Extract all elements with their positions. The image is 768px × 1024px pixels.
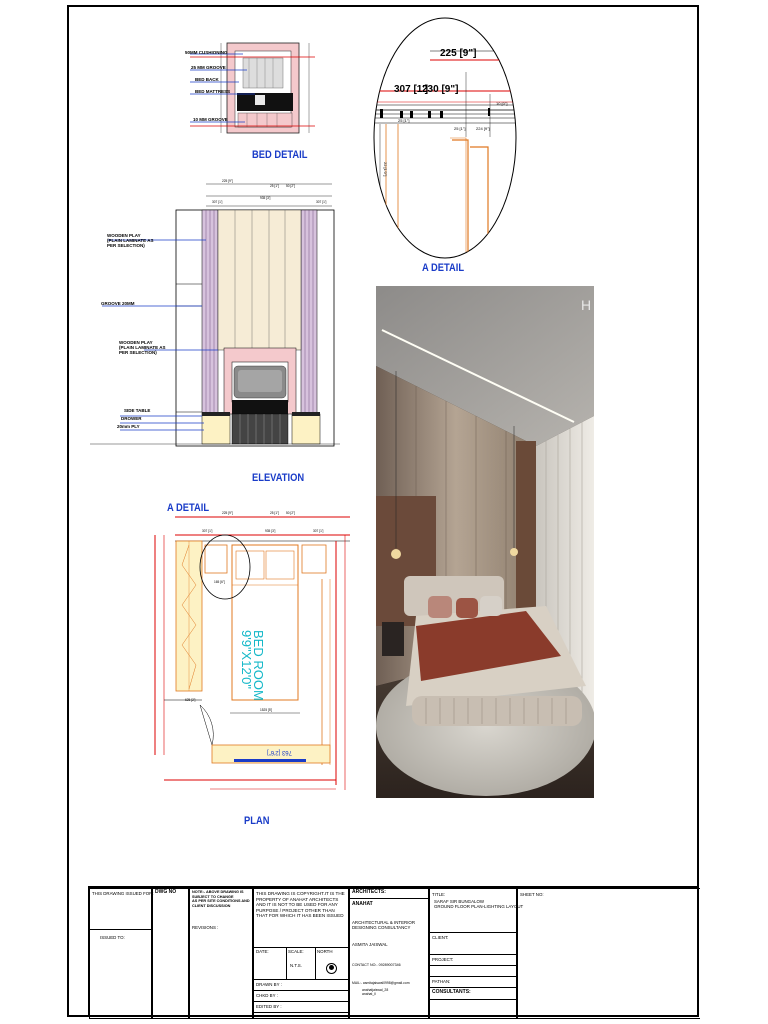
title-plan: PLAN: [244, 815, 270, 827]
tb-project: PROJECT:: [432, 957, 454, 962]
bed-label-groove10: 10 MM GROOVE: [193, 117, 228, 122]
svg-text:307 [1']: 307 [1']: [202, 529, 212, 533]
tb-dwg-col: DWG NO: [152, 888, 189, 1019]
tb-handles: anahatjaiswal_28 anahat_ll: [362, 988, 389, 997]
tb-date: DATE:: [256, 949, 269, 954]
svg-text:225 [9"]: 225 [9"]: [222, 179, 233, 183]
tb-chkd-by: CHKD BY :: [256, 993, 278, 998]
tb-pathan: PATHAN:: [432, 979, 451, 984]
tb-person: ASMITA JAISWAL: [352, 942, 388, 947]
svg-text:307 [1']: 307 [1']: [313, 529, 323, 533]
a-detail-drawing: 22 [1'0"] 25 [1"] 25 [1"] 224 [9"] 10 [0…: [373, 17, 517, 259]
tb-note: NOTE:- ABOVE DRAWING IS SUBJECT TO CHANG…: [192, 890, 250, 908]
bed-label-groove25: 25 MM GROOVE: [191, 65, 226, 70]
svg-text:935 [3']: 935 [3']: [260, 196, 270, 200]
bedroom-render-image: H: [376, 286, 594, 798]
title-a-detail-top: A DETAIL: [422, 262, 465, 274]
bed-label-bed-back: BED BACK: [195, 77, 219, 82]
svg-text:1525 [5']: 1525 [5']: [260, 708, 272, 712]
tb-firm-desc: ARCHITECTURAL & INTERIOR DESIGNING CONSU…: [352, 920, 416, 931]
tb-firm: ANAHAT: [352, 901, 373, 907]
svg-text:165 [6"]: 165 [6"]: [214, 580, 225, 584]
tb-architects-col: ARCHITECTS: ANAHAT ARCHITECTURAL & INTER…: [349, 888, 429, 1019]
elev-label-drower: DROWER: [121, 416, 142, 421]
tb-north: NORTH: [317, 949, 333, 954]
title-elevation: ELEVATION: [252, 472, 305, 484]
elev-label-groove: GROOVE 20MM: [101, 301, 135, 306]
svg-text:50 [2"]: 50 [2"]: [286, 184, 295, 188]
elev-label-wooden-play-2: WOODEN PLAY (PLAIN LAMINATE AS PER SELEC…: [119, 340, 166, 355]
svg-text:307 [1']: 307 [1']: [316, 200, 326, 204]
elev-label-ply: 20mm PLY: [117, 424, 140, 429]
tb-title-col: TITLE: SARAF SIR BUNGALOW GROUND FLOOR P…: [429, 888, 523, 1019]
elev-label-side-table: SIDE TABLE: [124, 408, 151, 413]
tb-client: CLIENT:: [432, 935, 449, 940]
svg-text:25 [1"]: 25 [1"]: [270, 184, 279, 188]
svg-text:307 [1']: 307 [1']: [212, 200, 222, 204]
render-watermark: H: [581, 297, 591, 313]
svg-text:22 [1'0"]: 22 [1'0"]: [383, 162, 388, 176]
title-a-detail-plan: A DETAIL: [167, 502, 210, 514]
tb-sheet-no: SHEET NO:: [520, 892, 544, 897]
elevation-drawing: 225 [9"] 25 [1"] 50 [2"] 307 [1'] 935 [3…: [90, 179, 340, 447]
north-arrow-icon: [326, 963, 337, 974]
tb-dwg-no: DWG NO: [155, 889, 177, 895]
elev-label-wooden-play-1: WOODEN PLAY (PLAIN LAMINATE AS PER SELEC…: [107, 233, 154, 248]
tb-scale: SCALE:: [288, 949, 304, 954]
svg-text:25 [1"]: 25 [1"]: [270, 511, 279, 515]
tb-drawn-by: DRAWN BY :: [256, 982, 282, 987]
tb-contact: CONTACT NO:- 09289007346: [352, 963, 401, 967]
svg-text:935 [3']: 935 [3']: [265, 529, 275, 533]
dim-230: 230 [9"]: [422, 84, 458, 95]
svg-text:224 [9"]: 224 [9"]: [476, 126, 490, 131]
dim-225: 225 [9"]: [440, 48, 476, 59]
tb-title-label: TITLE:: [432, 892, 446, 897]
bed-label-cushioning: 50MM CUSHIONING: [185, 50, 228, 55]
tb-scale-value: N.T.S.: [290, 963, 302, 968]
tb-issued-for-col: THIS DRAWING ISSUED FOR: ISSUED TO:: [89, 888, 154, 1019]
plan-drawing: 225 [9"] 25 [1"] 50 [2"] 307 [1'] 935 [3…: [154, 511, 350, 790]
tb-mail: MAIL:- asmitajaiswal0998@gmail.com: [352, 981, 410, 985]
tb-edited-by: EDITED BY :: [256, 1004, 282, 1009]
tb-sheet-col: SHEET NO:: [517, 888, 700, 1019]
svg-text:625 [2']: 625 [2']: [185, 698, 195, 702]
svg-text:25 [1"]: 25 [1"]: [454, 126, 465, 131]
plan-dim-label: 763 [2'6"]: [267, 749, 292, 755]
tb-copyright-col: THIS DRAWING IS COPYRIGHT.IT IS THE PROP…: [253, 888, 349, 1019]
svg-text:50 [2"]: 50 [2"]: [286, 511, 295, 515]
svg-text:25 [1"]: 25 [1"]: [398, 118, 409, 123]
title-bed-detail: BED DETAIL: [252, 149, 308, 161]
svg-text:225 [9"]: 225 [9"]: [222, 511, 233, 515]
tb-issued-for: THIS DRAWING ISSUED FOR:: [92, 891, 154, 896]
tb-copyright: THIS DRAWING IS COPYRIGHT.IT IS THE PROP…: [256, 891, 345, 919]
dim-307: 307 [1']: [394, 84, 428, 95]
tb-title-value: SARAF SIR BUNGALOW GROUND FLOOR PLAN-LIG…: [434, 899, 524, 910]
bed-label-mattress: BED MATTRESS: [195, 89, 231, 94]
tb-revisions: REVISIONS :: [192, 925, 219, 930]
bed-detail-drawing: [190, 42, 315, 134]
plan-room-size: 9'9"X12'0": [239, 630, 254, 689]
tb-note-col: NOTE:- ABOVE DRAWING IS SUBJECT TO CHANG…: [189, 888, 253, 1019]
tb-architects: ARCHITECTS:: [352, 889, 386, 895]
title-block: THIS DRAWING ISSUED FOR: ISSUED TO: DWG …: [88, 886, 700, 1019]
plan-room-name: BED ROOM: [251, 630, 266, 701]
svg-text:10 [0"]: 10 [0"]: [496, 101, 507, 106]
tb-consultants: CONSULTANTS:: [432, 989, 471, 995]
tb-issued-to: ISSUED TO:: [100, 935, 125, 940]
